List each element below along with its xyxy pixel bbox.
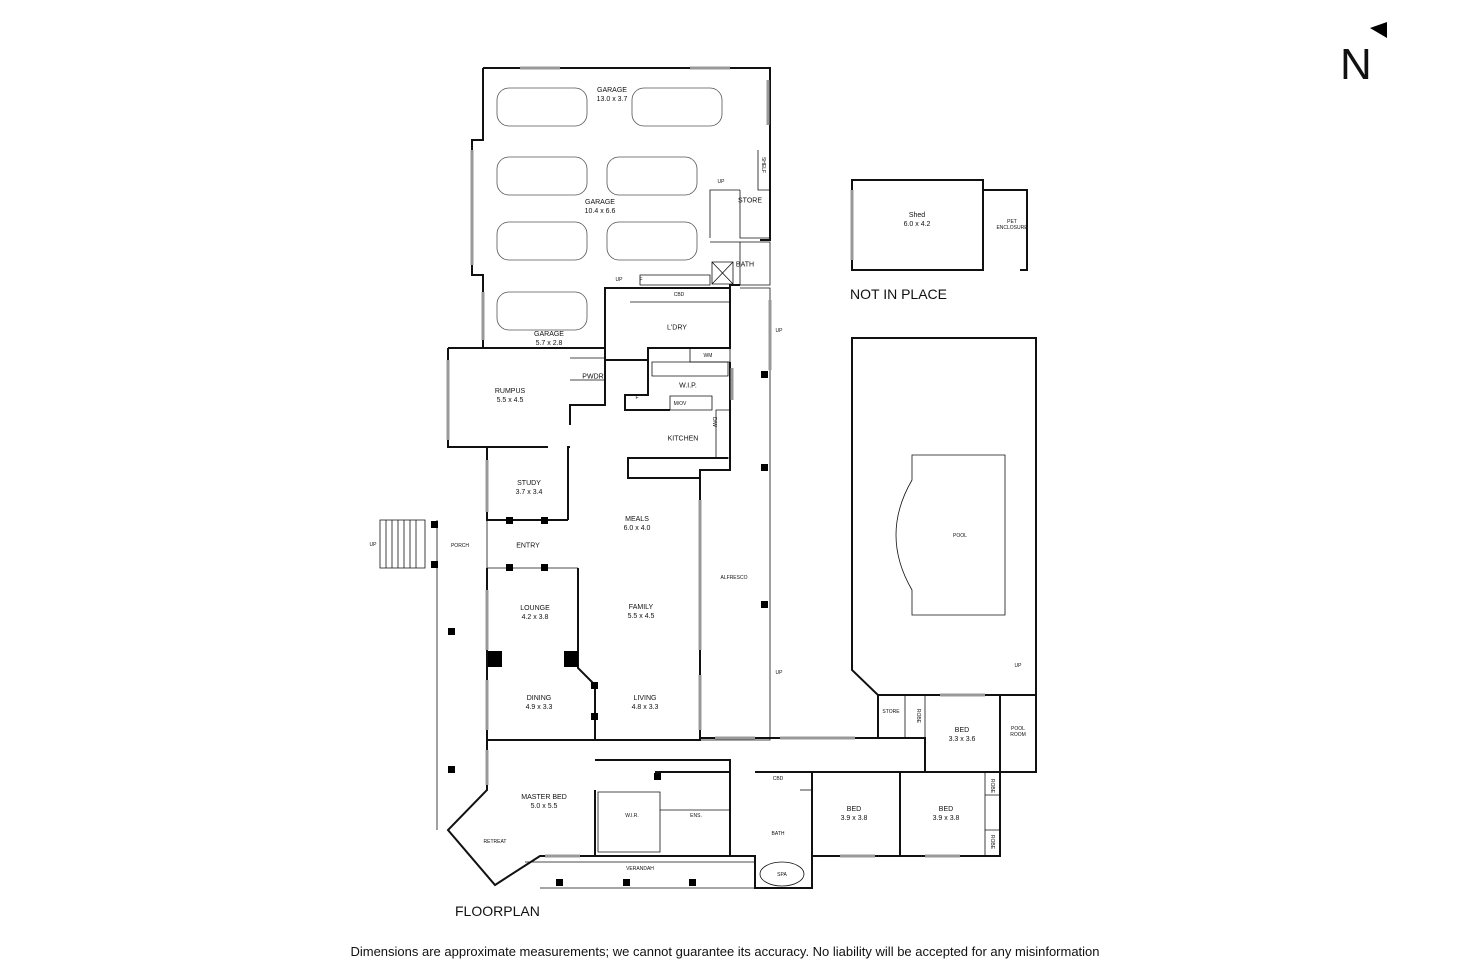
- label-f2: F: [635, 395, 639, 401]
- room-dims: 3.7 x 3.4: [515, 489, 543, 496]
- room-name: LIVING: [633, 695, 657, 702]
- label-up-2: UP: [615, 277, 623, 283]
- rumpus-walls: [446, 347, 606, 520]
- floorplan-title: FLOORPLAN: [455, 903, 540, 919]
- label-entry: ENTRY: [516, 542, 540, 550]
- room-dims: 4.9 x 3.3: [525, 704, 553, 711]
- garage-walls: [470, 66, 771, 349]
- room-shed: Shed 6.0 x 4.2: [904, 211, 931, 229]
- room-study: STUDY 3.7 x 3.4: [516, 479, 543, 497]
- label-store-top: STORE: [738, 197, 762, 205]
- label-kitchen: KITCHEN: [667, 435, 699, 443]
- room-name: GARAGE: [597, 87, 627, 94]
- room-dims: 13.0 x 3.7: [596, 96, 628, 103]
- room-dining: DINING 4.9 x 3.3: [526, 694, 553, 712]
- north-label: N: [1340, 40, 1372, 89]
- posts: [431, 371, 768, 886]
- room-name: DINING: [526, 695, 552, 702]
- room-name: LOUNGE: [520, 605, 550, 612]
- porch: [379, 519, 438, 830]
- label-verandah: VERANDAH: [626, 866, 654, 872]
- room-garage-mid: GARAGE 10.4 x 6.6: [585, 198, 616, 216]
- room-name: RUMPUS: [494, 388, 526, 395]
- room-dims: 4.2 x 3.8: [521, 614, 549, 621]
- room-name: BED: [846, 806, 862, 813]
- room-dims: 4.8 x 3.3: [631, 704, 659, 711]
- room-name: GARAGE: [585, 199, 615, 206]
- label-up-4: UP: [369, 542, 377, 548]
- pool-outline: [895, 454, 1006, 616]
- label-spa: SPA: [777, 872, 787, 878]
- label-robe-2: ROBE: [989, 778, 995, 794]
- bedroom-wing-walls: [446, 740, 1001, 889]
- label-mov: M/OV: [673, 401, 687, 407]
- room-name: MASTER BED: [521, 794, 567, 801]
- room-dims: 5.5 x 4.5: [627, 613, 655, 620]
- label-ens: ENS.: [690, 813, 702, 819]
- label-shelf: SHELF: [760, 156, 766, 174]
- room-dims: 5.0 x 5.5: [530, 803, 558, 810]
- label-wm: WM: [703, 353, 713, 359]
- room-name: FAMILY: [628, 604, 654, 611]
- lounge-dining-walls: [485, 478, 702, 741]
- room-dims: 5.7 x 2.8: [535, 340, 563, 347]
- shed-outline: [850, 179, 1028, 271]
- label-robe-3: ROBE: [989, 834, 995, 850]
- not-in-place-label: NOT IN PLACE: [850, 286, 947, 302]
- label-wip: W.I.P.: [679, 382, 697, 390]
- label-robe-1: ROBE: [915, 708, 921, 724]
- label-f1: F: [639, 277, 643, 283]
- label-bath: BATH: [771, 831, 785, 837]
- north-arrow-icon: [1370, 22, 1387, 38]
- label-pet-enclosure: PET ENCLOSURE: [996, 219, 1028, 231]
- room-name: MEALS: [625, 516, 649, 523]
- label-up-6: UP: [1014, 663, 1022, 669]
- room-rumpus: RUMPUS 5.5 x 4.5: [495, 387, 525, 405]
- room-garage-top: GARAGE 13.0 x 3.7: [597, 86, 628, 104]
- room-garage-small: GARAGE 5.7 x 2.8: [534, 330, 564, 348]
- label-pwdr: PWDR: [582, 373, 604, 381]
- room-bed-1: BED 3.9 x 3.8: [841, 805, 868, 823]
- label-up-5: UP: [775, 670, 783, 676]
- room-name: STUDY: [517, 480, 541, 487]
- label-ldry: L'DRY: [667, 324, 687, 332]
- label-alfresco: ALFRESCO: [720, 575, 748, 581]
- room-name: BED: [954, 727, 970, 734]
- room-family: FAMILY 5.5 x 4.5: [628, 603, 655, 621]
- room-dims: 5.5 x 4.5: [496, 397, 524, 404]
- disclaimer-text: Dimensions are approximate measurements;…: [350, 944, 1100, 959]
- room-bed-2: BED 3.9 x 3.8: [933, 805, 960, 823]
- room-dims: 10.4 x 6.6: [584, 208, 616, 215]
- room-dims: 6.0 x 4.0: [623, 525, 651, 532]
- room-dims: 3.9 x 3.8: [932, 815, 960, 822]
- room-name: GARAGE: [534, 331, 564, 338]
- label-wir: W.I.R.: [625, 813, 639, 819]
- room-name: Shed: [908, 212, 926, 219]
- label-cbd: CBD: [673, 292, 685, 298]
- room-dims: 3.9 x 3.8: [840, 815, 868, 822]
- alfresco-outline: [700, 287, 1037, 773]
- label-pool-room: POOL ROOM: [1010, 726, 1026, 738]
- room-dims: 6.0 x 4.2: [903, 221, 931, 228]
- label-pool: POOL: [953, 533, 967, 539]
- label-store-pool: STORE: [882, 709, 900, 715]
- room-meals: MEALS 6.0 x 4.0: [624, 515, 651, 533]
- kitchen-walls: [624, 360, 734, 479]
- label-dw: D/W: [711, 417, 717, 427]
- room-master-bed: MASTER BED 5.0 x 5.5: [521, 793, 567, 811]
- label-up-1: UP: [717, 179, 725, 185]
- label-retreat: RETREAT: [483, 839, 507, 845]
- label-porch: PORCH: [450, 543, 470, 549]
- label-bath-top: BATH: [735, 261, 755, 269]
- room-dims: 3.3 x 3.6: [948, 736, 976, 743]
- room-living: LIVING 4.8 x 3.3: [632, 694, 659, 712]
- pool-wing-walls: [878, 693, 1036, 773]
- room-name: BED: [938, 806, 954, 813]
- label-up-3: UP: [775, 328, 783, 334]
- parked-cars: [496, 87, 723, 331]
- room-bed-3: BED 3.3 x 3.6: [949, 726, 976, 744]
- label-cbd2: CBD: [772, 776, 784, 782]
- room-lounge: LOUNGE 4.2 x 3.8: [520, 604, 550, 622]
